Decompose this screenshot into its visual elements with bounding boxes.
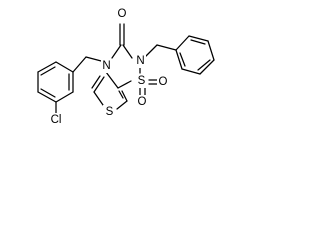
bond [93,91,104,106]
atom-carbonyl-o-label: O [118,8,127,20]
atom-n1-label: N [102,60,110,72]
atom-chlorine: Cl [47,113,66,127]
bond [118,90,124,99]
bond [179,52,186,67]
bond [72,56,87,73]
atom-sulfonyl-o2-label: O [159,76,168,88]
bond [116,100,128,110]
bond [37,91,57,103]
atom-n1: N [101,59,112,73]
atom-n2: N [135,54,146,68]
bond [111,44,122,59]
atom-sulfonyl-o1: O [136,95,148,109]
atom-sulfonyl-s-label: S [138,75,146,87]
bond [121,90,128,102]
bonds [37,23,215,115]
atom-n2-label: N [136,55,144,67]
atom-chlorine-label: Cl [51,114,62,126]
atom-thiophene-s-label: S [106,106,114,118]
bond [207,40,215,61]
bond [93,76,105,93]
atom-labels: N N S O O O S Cl [47,7,169,127]
atom-sulfonyl-o2: O [157,75,169,89]
atom-sulfonyl-o1-label: O [138,96,147,108]
bond [190,39,206,45]
atom-sulfonyl-s: S [135,74,148,88]
bond [188,35,209,42]
bond [55,91,74,103]
bond [197,59,211,71]
bond [144,44,158,58]
bond [199,59,215,75]
bond [40,66,56,76]
atom-carbonyl-o: O [116,7,128,21]
bond [40,88,56,98]
bond [117,80,132,89]
bond [175,49,183,70]
bond [175,35,190,51]
bond [91,75,101,89]
bond [181,68,201,75]
chemical-structure-diagram: N N S O O O S Cl [37,7,215,127]
atom-thiophene-s: S [103,105,116,119]
bond [55,61,74,73]
bond [122,44,133,59]
bond [105,71,119,89]
bond [156,44,177,51]
bond [37,61,57,73]
